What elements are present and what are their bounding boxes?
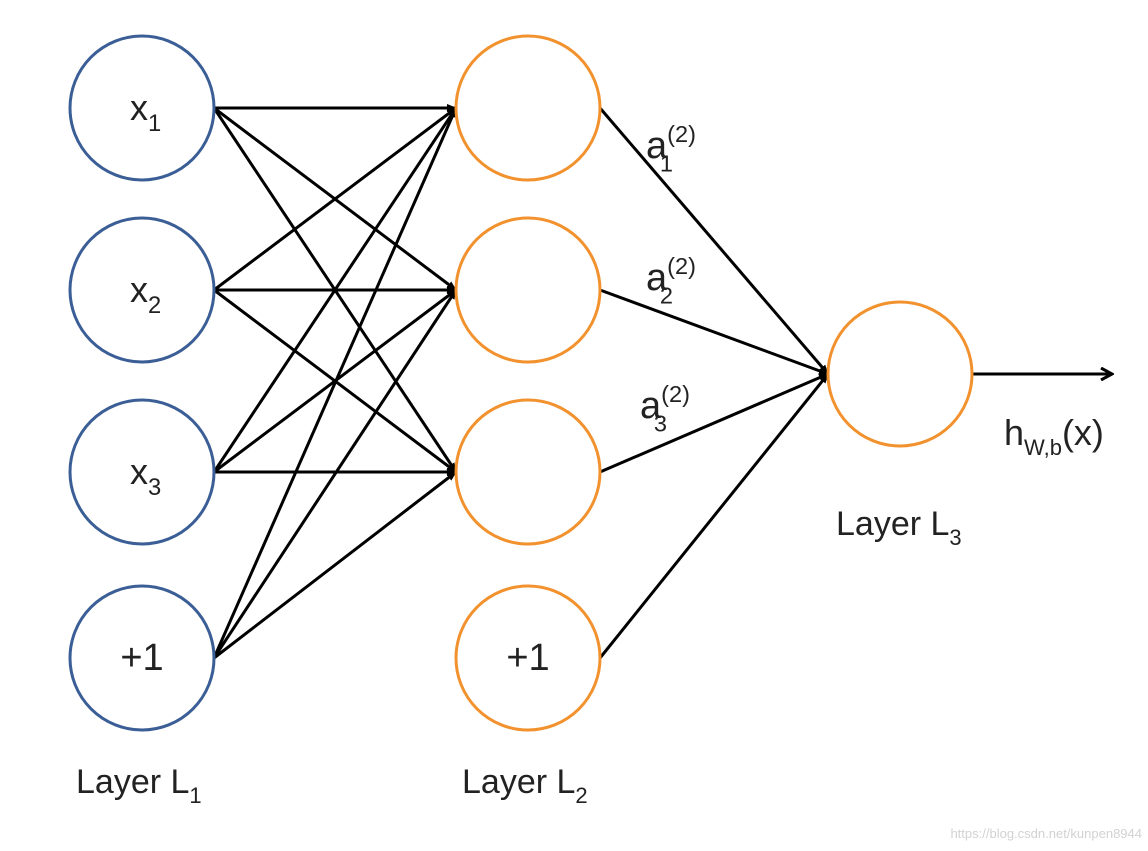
activation-label-2-sub: 2 — [660, 283, 673, 309]
layer-label-3-sub: 3 — [949, 525, 961, 550]
watermark-text: https://blog.csdn.net/kunpen8944 — [950, 826, 1142, 841]
output-label-main: h — [1004, 412, 1024, 453]
activation-label-3: a(2) 3 — [640, 381, 690, 437]
edge-l2-1-to-l3 — [598, 107, 830, 375]
activation-label-1-main: a — [646, 125, 668, 167]
node-l2-3 — [454, 398, 602, 546]
node-l1-1 — [68, 34, 216, 182]
output-label-sub: W,b — [1024, 435, 1062, 460]
node-l2-1 — [454, 34, 602, 182]
node-label-l1-1-main: x — [130, 87, 148, 128]
layer-label-2-sub: 2 — [575, 783, 587, 808]
edge-l1-4-to-l2-1 — [212, 107, 458, 659]
node-l1-4 — [68, 584, 216, 732]
activation-label-1-sub: 1 — [660, 151, 673, 177]
edge-l1-3-to-l2-1 — [212, 107, 458, 473]
output-label-tail: (x) — [1062, 412, 1104, 453]
edge-l1-4-to-l2-3 — [213, 470, 457, 660]
edges-group — [212, 104, 1112, 660]
activation-label-1: a(2) 1 — [646, 121, 696, 177]
node-l1-3 — [68, 398, 216, 546]
node-label-l1-4-main: +1 — [120, 637, 163, 679]
activation-label-2-main: a — [646, 257, 668, 299]
layer-label-3-main: Layer L — [836, 505, 949, 543]
layer-label-1-main: Layer L — [76, 763, 189, 801]
edge-l2-3-to-l3 — [599, 372, 829, 474]
activation-label-3-main: a — [640, 385, 662, 427]
activation-label-1-sup: (2) — [667, 121, 696, 147]
node-l3-1 — [826, 300, 974, 448]
node-label-l1-4: +1 — [120, 637, 163, 679]
node-label-l1-2-sub: 2 — [148, 292, 161, 319]
activation-label-2: a(2) 2 — [646, 253, 696, 309]
node-l2-2 — [454, 216, 602, 364]
node-label-l1-1-sub: 1 — [148, 110, 161, 137]
layer-label-1: Layer L1 — [76, 763, 202, 808]
activation-label-2-sup: (2) — [667, 253, 696, 279]
edge-l1-2-to-l2-1 — [213, 106, 457, 292]
node-label-l2-4: +1 — [506, 637, 549, 679]
edge-l2-4-to-l3 — [598, 373, 830, 659]
layer-label-2-main: Layer L — [462, 763, 575, 801]
node-label-l2-4-main: +1 — [506, 637, 549, 679]
node-l1-2 — [68, 216, 216, 364]
layer-label-2: Layer L2 — [462, 763, 588, 808]
node-label-l1-3-sub: 3 — [148, 474, 161, 501]
activation-label-3-sup: (2) — [661, 381, 690, 407]
layer-label-3: Layer L3 — [836, 505, 962, 550]
node-l2-4 — [454, 584, 602, 732]
node-label-l1-1: x1 — [130, 87, 161, 137]
node-label-l1-3: x3 — [130, 451, 161, 501]
edge-l1-4-to-l2-2 — [212, 289, 458, 659]
activation-label-3-sub: 3 — [654, 411, 667, 437]
edge-l2-2-to-l3 — [599, 288, 829, 376]
node-label-l1-2-main: x — [130, 269, 148, 310]
layer-label-1-sub: 1 — [189, 783, 201, 808]
output-label: hW,b(x) — [1004, 412, 1104, 460]
node-label-l1-2: x2 — [130, 269, 161, 319]
node-label-l1-3-main: x — [130, 451, 148, 492]
